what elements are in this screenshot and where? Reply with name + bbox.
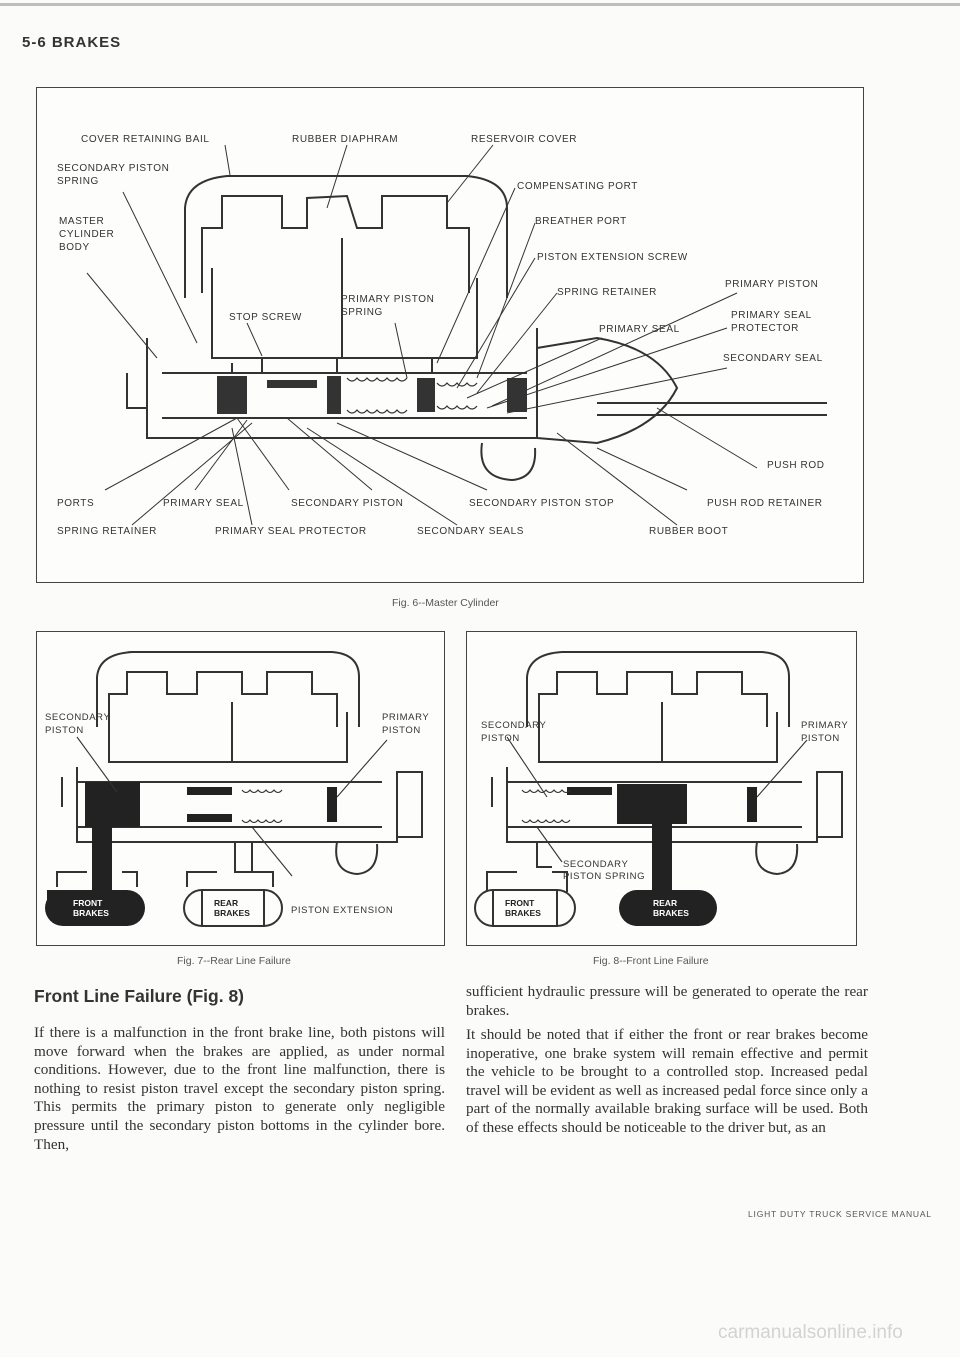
label-fig8-front-brakes: FRONT BRAKES [505, 898, 541, 918]
label-breather-port: BREATHER PORT [535, 216, 627, 227]
page-footer: LIGHT DUTY TRUCK SERVICE MANUAL [748, 1209, 932, 1219]
label-reservoir-cover: RESERVOIR COVER [471, 134, 578, 145]
label-master-cylinder-body: MASTER CYLINDER BODY [59, 216, 115, 253]
figure-rear-line-failure: SECONDARY PISTON PRIMARY PISTON FRONT BR… [36, 631, 445, 946]
label-secondary-seal: SECONDARY SEAL [723, 353, 823, 364]
body-paragraph-right-2: It should be noted that if either the fr… [466, 1026, 868, 1136]
label-piston-extension-screw: PISTON EXTENSION SCREW [537, 252, 688, 263]
label-rubber-boot: RUBBER BOOT [649, 526, 729, 537]
label-secondary-piston: SECONDARY PISTON [291, 498, 404, 509]
caption-fig7: Fig. 7--Rear Line Failure [177, 955, 291, 967]
label-spring-retainer: SPRING RETAINER [557, 287, 657, 298]
page-header: 5-6 BRAKES [22, 34, 122, 51]
label-secondary-seals: SECONDARY SEALS [417, 526, 525, 537]
label-fig7-piston-extension: PISTON EXTENSION [291, 905, 394, 916]
watermark: carmanualsonline.info [718, 1322, 903, 1343]
label-compensating-port: COMPENSATING PORT [517, 181, 638, 192]
figure-front-line-failure: SECONDARY PISTON PRIMARY PISTON SECONDAR… [466, 631, 857, 946]
master-cylinder-drawing [86, 144, 827, 526]
front-line-failure-drawing [474, 651, 843, 927]
rear-line-failure-drawing [45, 651, 423, 927]
label-primary-seal-bottom: PRIMARY SEAL [163, 498, 244, 509]
label-primary-piston: PRIMARY PISTON [725, 279, 819, 290]
label-fig7-secondary-piston: SECONDARY PISTON [45, 712, 111, 736]
label-fig8-rear-brakes: REAR BRAKES [653, 898, 689, 918]
label-fig8-secondary-piston: SECONDARY PISTON [481, 720, 547, 744]
label-ports: PORTS [57, 498, 95, 509]
label-primary-seal-top: PRIMARY SEAL [599, 324, 680, 335]
label-rubber-diaphram: RUBBER DIAPHRAM [292, 134, 399, 145]
caption-fig6: Fig. 6--Master Cylinder [392, 597, 499, 609]
label-primary-piston-spring: PRIMARY PISTON SPRING [341, 294, 435, 318]
label-primary-seal-protector-bottom: PRIMARY SEAL PROTECTOR [215, 526, 367, 537]
label-cover-retaining-bail: COVER RETAINING BAIL [81, 134, 210, 145]
label-spring-retainer-bottom: SPRING RETAINER [57, 526, 157, 537]
label-fig7-front-brakes: FRONT BRAKES [73, 898, 109, 918]
label-fig7-primary-piston: PRIMARY PISTON [382, 712, 430, 736]
label-stop-screw: STOP SCREW [229, 312, 302, 323]
label-fig8-secondary-piston-spring: SECONDARY PISTON SPRING [563, 859, 646, 882]
label-fig8-primary-piston: PRIMARY PISTON [801, 720, 849, 744]
figure-master-cylinder: COVER RETAINING BAIL RUBBER DIAPHRAM RES… [36, 87, 864, 583]
label-push-rod-retainer: PUSH ROD RETAINER [707, 498, 823, 509]
label-fig7-rear-brakes: REAR BRAKES [214, 898, 250, 918]
label-push-rod: PUSH ROD [767, 460, 825, 471]
body-paragraph-right-1: sufficient hydraulic pressure will be ge… [466, 983, 868, 1019]
section-heading: Front Line Failure (Fig. 8) [34, 986, 244, 1006]
top-rule [0, 3, 960, 6]
label-primary-seal-protector: PRIMARY SEAL PROTECTOR [731, 310, 812, 334]
label-secondary-piston-spring: SECONDARY PISTON SPRING [57, 163, 170, 187]
body-paragraph-left: If there is a malfunction in the front b… [34, 1024, 445, 1153]
caption-fig8: Fig. 8--Front Line Failure [593, 955, 709, 967]
label-secondary-piston-stop: SECONDARY PISTON STOP [469, 498, 615, 509]
